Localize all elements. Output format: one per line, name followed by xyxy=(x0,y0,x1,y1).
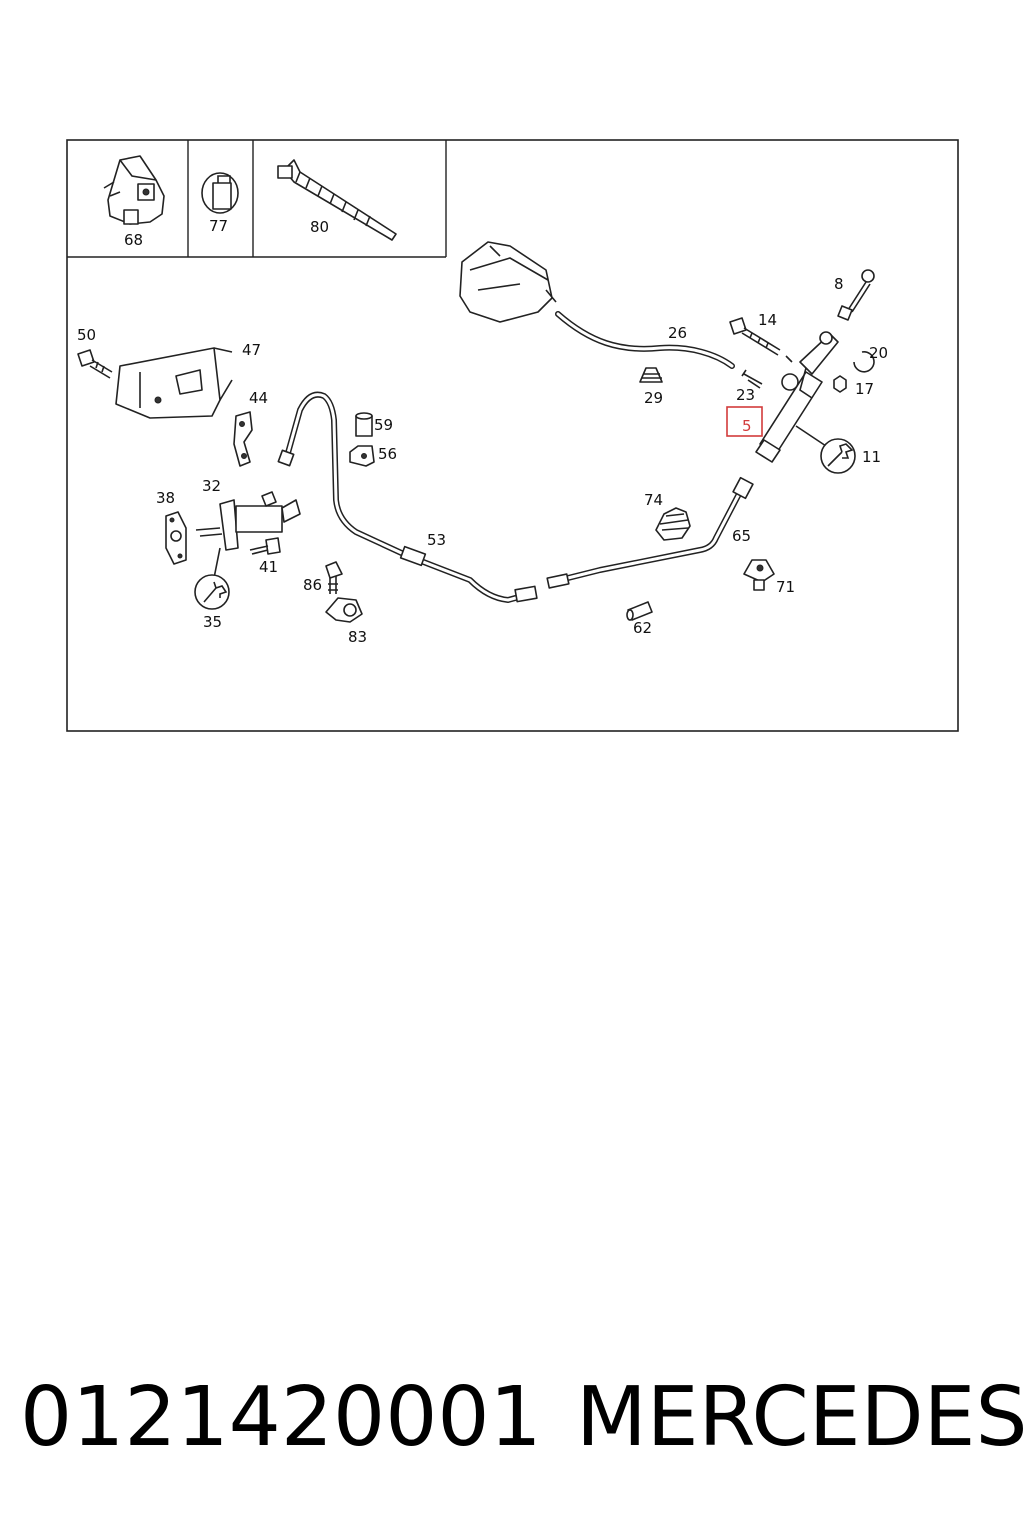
part-41-screw[interactable] xyxy=(249,537,281,555)
callout-74: 74 xyxy=(644,491,663,509)
callout-53: 53 xyxy=(427,531,446,549)
callout-35: 35 xyxy=(203,613,222,631)
callout-14: 14 xyxy=(758,311,777,329)
callout-56: 56 xyxy=(378,445,397,463)
callout-11: 11 xyxy=(862,448,881,466)
part-47-bracket[interactable] xyxy=(115,347,233,419)
part-38-gasket[interactable] xyxy=(165,511,187,565)
part-20-circlip[interactable] xyxy=(853,351,875,373)
callout-86: 86 xyxy=(303,576,322,594)
callout-8: 8 xyxy=(834,275,844,293)
part-71-mount[interactable] xyxy=(743,559,775,591)
callout-62: 62 xyxy=(633,619,652,637)
caption: 0121420001 MERCEDES xyxy=(20,1368,1024,1468)
callout-77: 77 xyxy=(209,217,228,235)
pipe-53-fittings xyxy=(277,449,538,603)
highlight-box-5 xyxy=(726,406,763,437)
part-74-boot[interactable] xyxy=(655,507,691,541)
part-23-screw[interactable] xyxy=(741,369,763,389)
part-35-wrench-icon xyxy=(194,574,230,610)
callout-83: 83 xyxy=(348,628,367,646)
part-17-nut[interactable] xyxy=(833,375,847,393)
callout-5: 5 xyxy=(742,417,752,435)
part-8-pushrod[interactable] xyxy=(837,269,875,321)
part-26-hose[interactable] xyxy=(555,311,735,369)
parts-diagram: 68 77 80 26 29 14 8 20 17 xyxy=(66,139,959,732)
part-86-bolt[interactable] xyxy=(325,561,343,594)
part-number: 0121420001 xyxy=(20,1370,542,1465)
callout-38: 38 xyxy=(156,489,175,507)
part-80-cable-tie[interactable] xyxy=(277,159,397,241)
fluid-reservoir[interactable] xyxy=(459,241,557,323)
callout-50: 50 xyxy=(77,326,96,344)
callout-47: 47 xyxy=(242,341,261,359)
part-68-holder[interactable] xyxy=(103,155,165,225)
part-14-bolt[interactable] xyxy=(729,317,781,356)
part-5-master-cylinder[interactable] xyxy=(755,331,839,463)
callout-68: 68 xyxy=(124,231,143,249)
callout-20: 20 xyxy=(869,344,888,362)
callout-59: 59 xyxy=(374,416,393,434)
part-53-pipe[interactable] xyxy=(283,391,533,603)
part-50-bolt[interactable] xyxy=(77,349,113,379)
callout-80: 80 xyxy=(310,218,329,236)
callout-23: 23 xyxy=(736,386,755,404)
part-44-clip[interactable] xyxy=(233,411,253,467)
part-29-plug[interactable] xyxy=(639,367,663,383)
callout-29: 29 xyxy=(644,389,663,407)
part-62-spacer[interactable] xyxy=(626,601,653,621)
part-32-slave-cylinder[interactable] xyxy=(195,491,301,551)
callout-44: 44 xyxy=(249,389,268,407)
part-11-wrench-icon xyxy=(820,438,856,474)
callout-41: 41 xyxy=(259,558,278,576)
diagram-frame xyxy=(66,139,959,732)
part-56-clamp[interactable] xyxy=(349,445,375,467)
callout-32: 32 xyxy=(202,477,221,495)
callout-17: 17 xyxy=(855,380,874,398)
part-77-grommet[interactable] xyxy=(201,172,239,214)
callout-26: 26 xyxy=(668,324,687,342)
line-65-fittings xyxy=(546,476,754,589)
callout-71: 71 xyxy=(776,578,795,596)
brand-name: MERCEDES xyxy=(576,1370,1024,1465)
inset-boxes xyxy=(67,140,447,258)
callout-65: 65 xyxy=(732,527,751,545)
part-59-sleeve[interactable] xyxy=(355,412,373,437)
part-83-pipe-clip[interactable] xyxy=(325,597,363,623)
